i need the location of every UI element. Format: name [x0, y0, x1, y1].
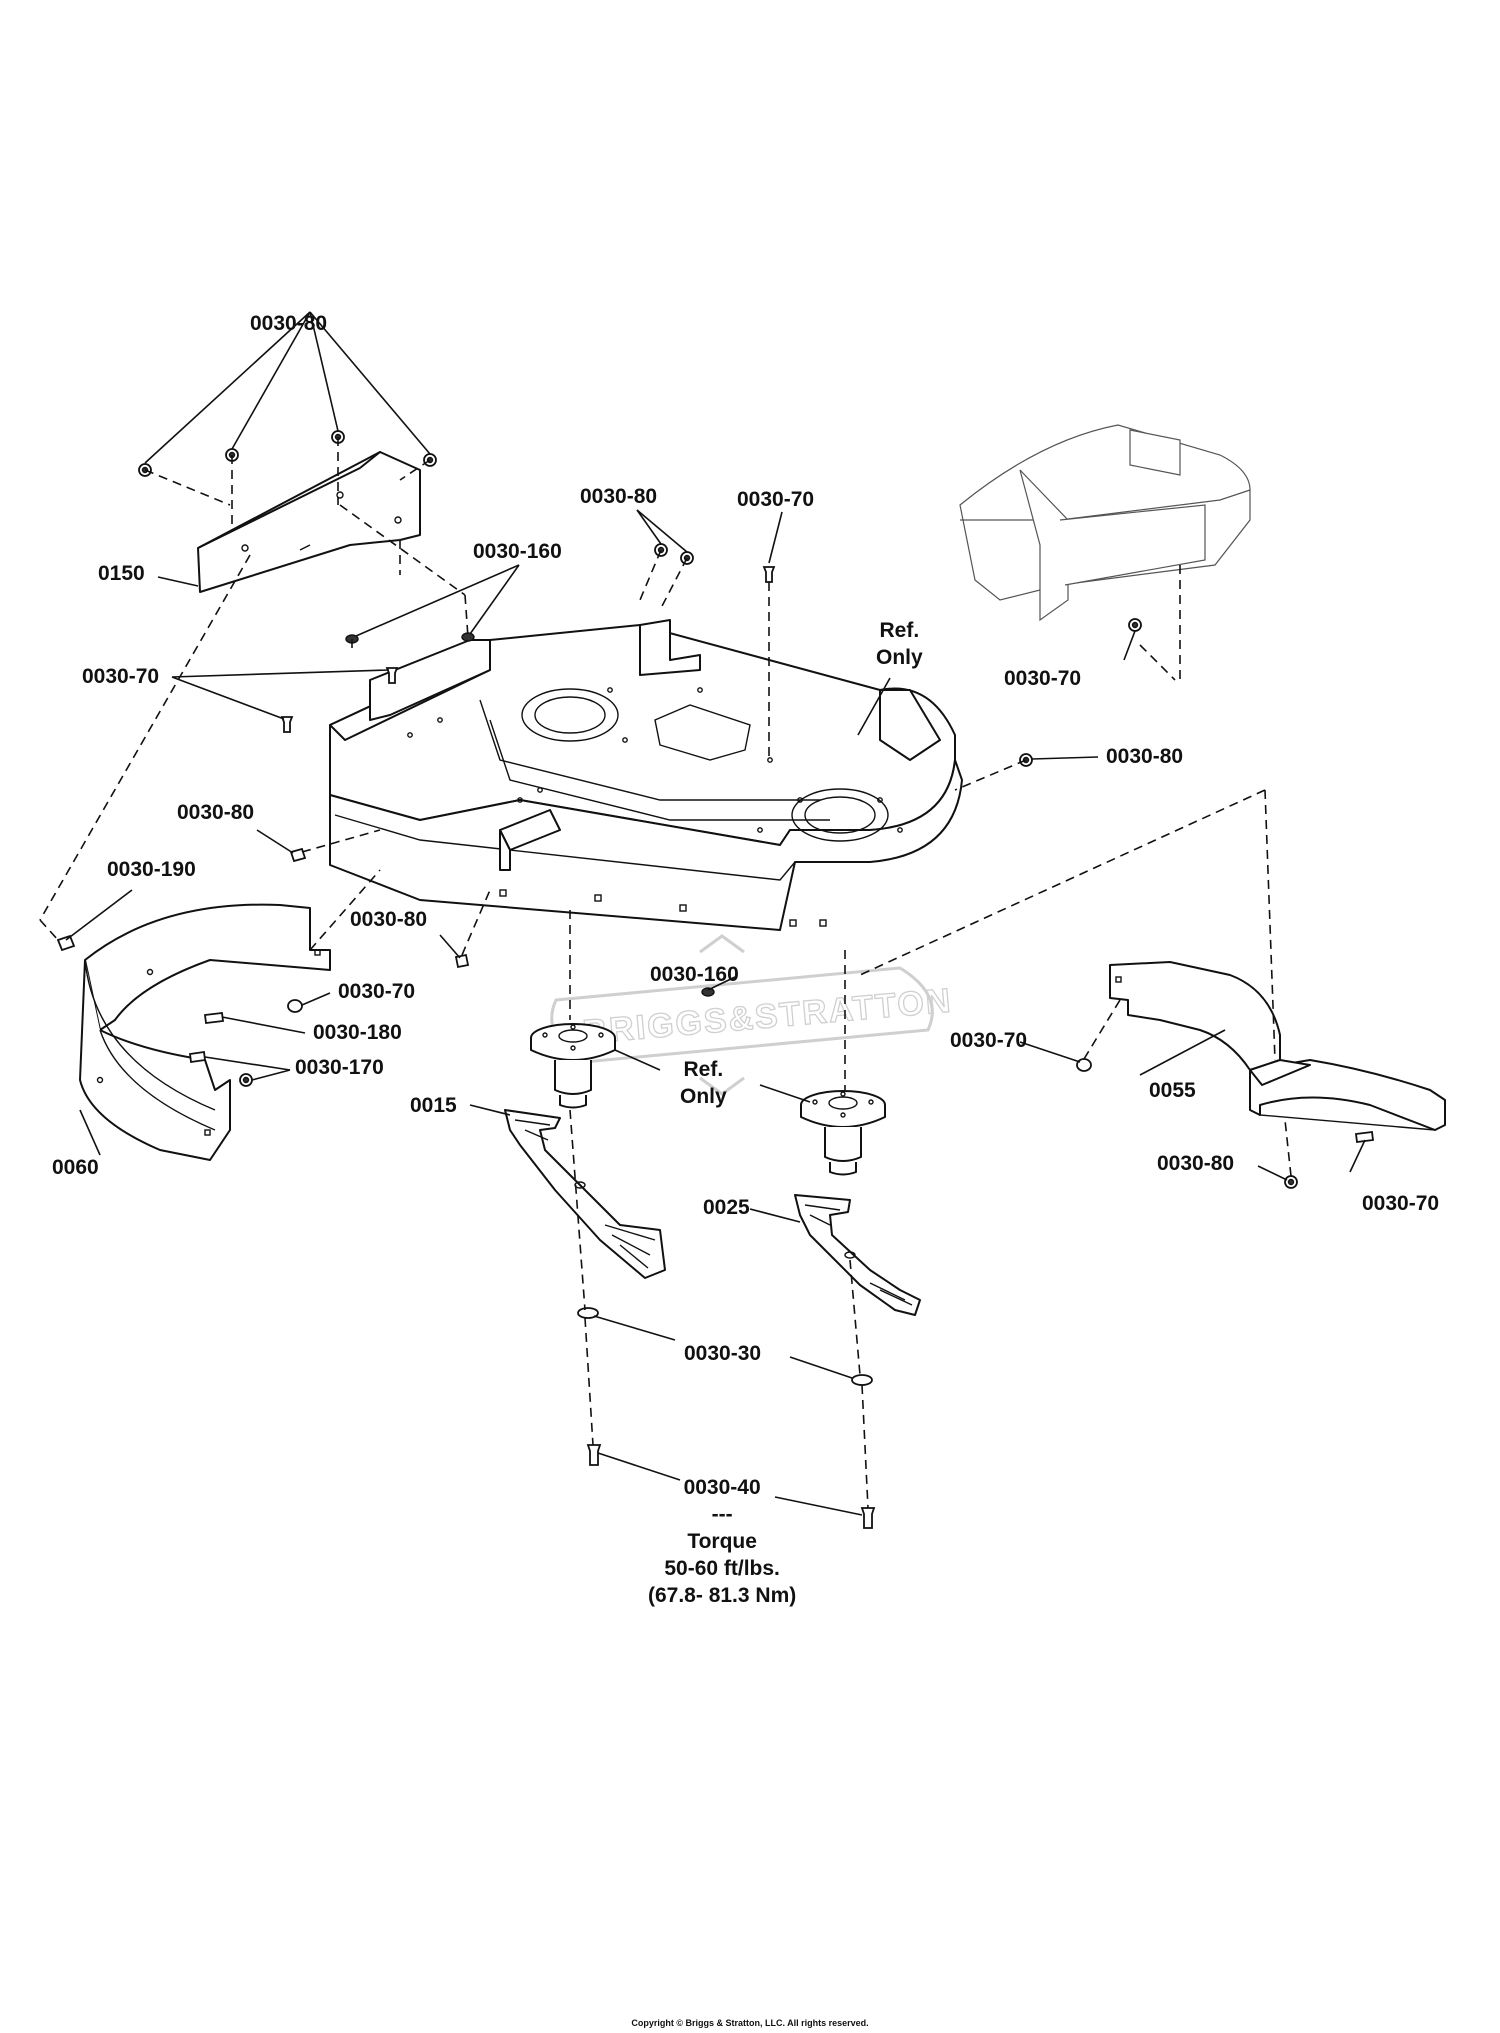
callout-0150: 0150 [98, 562, 145, 585]
deflector-shield-0055 [1109, 961, 1446, 1131]
callout-0030-160-center: 0030-160 [650, 963, 739, 986]
assembly-dashed-lines [39, 437, 1292, 1509]
callout-0030-80-right: 0030-80 [1106, 745, 1184, 768]
chute-housing-reference [959, 424, 1251, 681]
mower-deck-housing [329, 619, 963, 931]
blade-0025 [794, 1194, 921, 1316]
callout-0030-70-left: 0030-70 [82, 665, 160, 688]
blade-0015 [504, 1109, 666, 1279]
callout-ref-only-center: Ref. Only [680, 1058, 727, 1108]
callout-0030-80-right-low: 0030-80 [1157, 1152, 1235, 1175]
leader-lines [65, 311, 1366, 1516]
callout-0030-160-left: 0030-160 [473, 540, 562, 563]
callout-0030-80-lower: 0030-80 [350, 908, 428, 931]
deflector-shield-0060 [79, 903, 331, 1161]
callout-0030-80-top: 0030-80 [250, 312, 328, 335]
callout-0030-170: 0030-170 [295, 1056, 384, 1079]
hardware-fasteners [56, 430, 1375, 1529]
callout-0055: 0055 [1149, 1079, 1196, 1102]
callout-0030-190: 0030-190 [107, 858, 196, 881]
callout-0030-180: 0030-180 [313, 1021, 402, 1044]
callout-0015: 0015 [410, 1094, 457, 1117]
callout-ref-only-top: Ref. Only [876, 619, 923, 669]
callout-0025: 0025 [703, 1196, 750, 1219]
callout-0030-70-right-top: 0030-70 [1004, 667, 1082, 690]
spindle-assembly-left [530, 1023, 616, 1109]
callout-0030-70-top: 0030-70 [737, 488, 815, 511]
spindle-assembly-right [800, 1090, 886, 1176]
torque-specification-note: 0030-40 --- Torque 50-60 ft/lbs. (67.8- … [648, 1476, 797, 1607]
callout-0030-70-lower: 0030-70 [338, 980, 416, 1003]
callout-0030-70-right-low: 0030-70 [1362, 1192, 1440, 1215]
callout-0030-80-left: 0030-80 [177, 801, 255, 824]
callout-0030-80-mid: 0030-80 [580, 485, 658, 508]
callout-0030-70-right-mid: 0030-70 [950, 1029, 1028, 1052]
copyright-footer: Copyright © Briggs & Stratton, LLC. All … [631, 2018, 869, 2028]
callout-0030-30: 0030-30 [684, 1342, 762, 1365]
callout-0060: 0060 [52, 1156, 99, 1179]
